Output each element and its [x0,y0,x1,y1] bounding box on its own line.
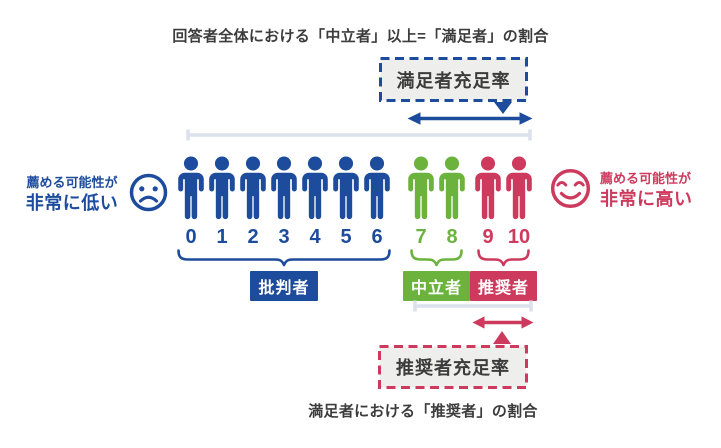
person-icon [439,156,465,220]
top-caption: 回答者全体における「中立者」以上=「満足者」の割合 [172,28,549,45]
score-cell: 3 [269,156,299,248]
person-icon [240,156,266,220]
score-number: 0 [185,226,197,248]
score-cell: 10 [504,156,534,248]
score-number: 7 [415,226,427,248]
score-cell: 8 [437,156,467,248]
score-cell: 1 [207,156,237,248]
score-cell: 7 [406,156,436,248]
score-group-promoters: 9 10 推奨者 [470,156,538,301]
group-brace [477,249,530,267]
promoter-rate-box: 推奨者充足率 [378,345,528,389]
right-note: 薦める可能性が 非常に高い [600,171,720,210]
pointer-triangle-down [494,102,512,114]
person-row: 9 10 [473,156,534,248]
left-note: 薦める可能性が 非常に低い [18,175,126,214]
person-icon [209,156,235,220]
bottom-caption: 満足者における「推奨者」の割合 [308,403,538,420]
satisfied-range-arrow [407,112,533,125]
dashed-border [378,345,528,389]
group-label-promoters: 推奨者 [470,271,538,301]
person-icon [506,156,532,220]
passive-promoter-range-line [413,300,533,312]
person-icon [302,156,328,220]
left-note-line1: 薦める可能性が [26,175,118,190]
person-icon [408,156,434,220]
group-label-detractors: 批判者 [250,271,318,301]
score-cell: 9 [473,156,503,248]
promoter-range-arrow [472,316,534,329]
score-number: 5 [340,226,352,248]
satisfied-rate-label: 満足者充足率 [396,70,511,91]
score-number: 8 [446,226,458,248]
score-number: 2 [247,226,259,248]
person-icon [364,156,390,220]
satisfied-rate-box: 満足者充足率 [379,57,528,102]
score-cell: 0 [176,156,206,248]
person-icon [333,156,359,220]
person-icon [475,156,501,220]
sad-face-icon [129,173,168,212]
group-brace [410,249,463,267]
score-number: 3 [278,226,290,248]
score-number: 9 [482,226,494,248]
dashed-border [379,57,528,102]
score-number: 4 [309,226,321,248]
full-scale-range-line [186,129,532,141]
right-note-line1: 薦める可能性が [600,171,692,186]
score-cell: 2 [238,156,268,248]
score-number: 1 [216,226,228,248]
person-icon [271,156,297,220]
happy-face-icon [550,168,591,209]
left-note-line2: 非常に低い [25,192,119,213]
person-icon [178,156,204,220]
score-cell: 6 [362,156,392,248]
score-cell: 5 [331,156,361,248]
group-brace [177,249,391,267]
promoter-rate-label: 推奨者充足率 [396,358,510,378]
right-note-line2: 非常に高い [600,188,693,209]
score-cell: 4 [300,156,330,248]
score-number: 10 [507,226,531,248]
pointer-triangle-up [493,331,511,344]
score-number: 6 [371,226,383,248]
group-label-passives: 中立者 [403,271,471,301]
